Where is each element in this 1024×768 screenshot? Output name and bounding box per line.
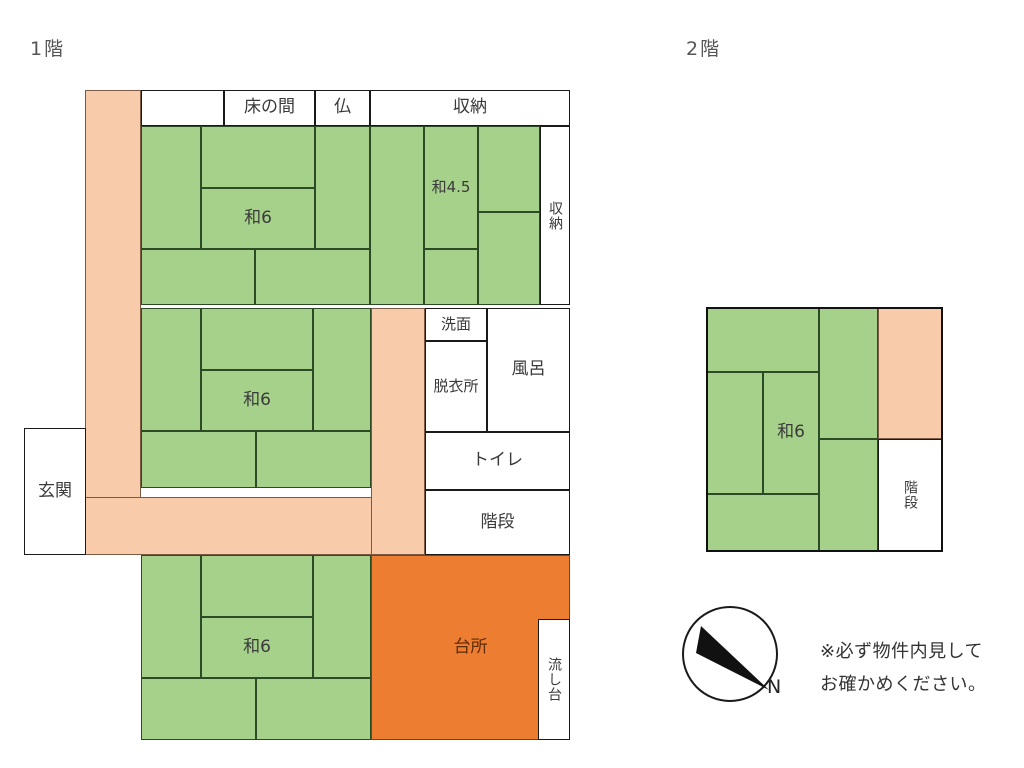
corridor-horizontal (85, 497, 425, 555)
tatami-mat (707, 308, 819, 372)
compass-icon (682, 606, 778, 702)
tatami-mat (201, 555, 313, 617)
tatami-mat (819, 308, 878, 439)
room-alcove-blank (141, 90, 224, 126)
tatami-mat (256, 431, 371, 488)
tatami-mat (141, 249, 255, 305)
tatami-mat (256, 678, 371, 740)
tatami-mat: 和6 (201, 617, 313, 678)
viewing-note: ※必ず物件内見して お確かめください。 (820, 641, 987, 696)
room-genkan: 玄関 (24, 428, 86, 555)
room-oshiire-right: 収納 (540, 126, 570, 305)
room-kaidan-1f: 階段 (425, 490, 570, 555)
room-senmen: 洗面 (425, 308, 487, 341)
room-nagashidai: 流し台 (538, 619, 570, 740)
tatami-mat (315, 126, 370, 249)
room-washitsu-4-5-label: 和4.5 (431, 177, 471, 196)
corridor-vertical-left (85, 90, 141, 555)
tatami-mat (370, 126, 424, 305)
room-washitsu-top-label: 和6 (244, 207, 272, 228)
tatami-mat (313, 555, 371, 678)
room-butsudan-label: 仏 (334, 97, 351, 118)
tatami-mat (707, 494, 819, 551)
room-furo: 風呂 (487, 308, 570, 432)
compass-north-label: N (767, 676, 782, 698)
tatami-mat (424, 249, 478, 305)
compass: N (679, 602, 789, 712)
tatami-mat (141, 555, 201, 678)
room-tokonoma: 床の間 (224, 90, 315, 126)
room-toilet: トイレ (425, 432, 570, 490)
room-tokonoma-label: 床の間 (244, 97, 295, 118)
floor2-outline (706, 307, 943, 552)
room-genkan-label: 玄関 (38, 480, 72, 501)
room-washitsu-bottom-label: 和6 (243, 636, 271, 657)
room-datsuijo: 脱衣所 (425, 341, 487, 432)
room-toilet-label: トイレ (472, 450, 523, 471)
tatami-mat (255, 249, 370, 305)
tatami-mat: 和6 (201, 188, 315, 249)
room-datsuijo-label: 脱衣所 (433, 376, 479, 395)
tatami-mat (201, 126, 315, 188)
floor1-title: 1階 (30, 38, 66, 60)
tatami-mat: 和6 (201, 370, 313, 431)
tatami-mat (141, 126, 201, 249)
room-nagashidai-label: 流し台 (546, 657, 563, 702)
room-butsudan: 仏 (315, 90, 370, 126)
corridor-vertical-mid (371, 308, 425, 555)
room-oshiire-top: 収納 (370, 90, 570, 126)
floor2-title: 2階 (686, 38, 722, 60)
room-washitsu-mid-label: 和6 (243, 389, 271, 410)
room-oshiire-right-label: 収納 (547, 200, 564, 231)
tatami-mat (478, 212, 540, 305)
tatami-mat (478, 126, 540, 212)
room-oshiire-top-label: 収納 (453, 97, 487, 118)
tatami-mat (141, 678, 256, 740)
tatami-mat (819, 439, 878, 551)
tatami-mat (201, 308, 313, 370)
tatami-mat: 和4.5 (424, 126, 478, 249)
room-senmen-label: 洗面 (440, 314, 471, 333)
tatami-mat (141, 308, 201, 431)
room-furo-label: 風呂 (511, 359, 546, 380)
tatami-mat (313, 308, 371, 431)
room-kaidan-1f-label: 階段 (480, 511, 515, 532)
tatami-mat (141, 431, 256, 488)
